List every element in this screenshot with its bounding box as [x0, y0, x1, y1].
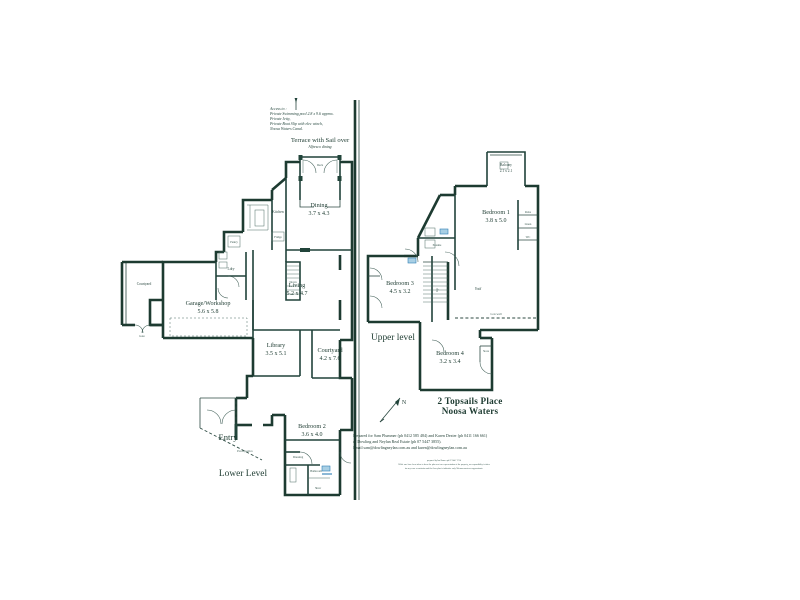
- site-note-3: Private Boat Slip with elec winch,: [269, 122, 323, 127]
- lower-level-label: Lower Level: [219, 469, 268, 479]
- wc-label: WC: [526, 235, 531, 239]
- room-garage-dim: 5.6 x 5.8: [198, 309, 219, 315]
- room-bed1-dim: 3.8 x 5.0: [486, 218, 507, 224]
- courtyard-west-label: Courtyard: [137, 282, 152, 286]
- void-label: Void: [475, 287, 482, 291]
- footer-fine2: While care have been taken to show the p…: [398, 463, 490, 466]
- footer-line1: Prepared for Sam Plummer (ph 0412 585 48…: [353, 433, 488, 438]
- upper-level-outline: [366, 151, 540, 392]
- site-note-2: Private Jetty,: [269, 117, 291, 122]
- low-wall-label: Low wall: [491, 312, 502, 316]
- room-bed3-name: Bedroom 3: [386, 280, 414, 287]
- footer-fine1: prepared by Ian Barnes ph 07 5447 1714: [427, 460, 461, 462]
- room-balcony-dim: 2.1 x 2.1: [500, 169, 513, 173]
- title-block: 2 Topsails Place Noosa Waters: [438, 396, 503, 416]
- room-living-name: Living: [289, 282, 306, 289]
- room-bed2-dim: 3.6 x 4.0: [302, 432, 323, 438]
- entry-porch: Entry Porch/portico: [199, 397, 263, 461]
- terrace-door-label: Deck: [317, 163, 324, 167]
- shower-label: Shwr: [315, 486, 321, 490]
- room-bed1-name: Bedroom 1: [482, 209, 510, 216]
- terrace-sublabel: Alfresco dining: [307, 145, 331, 149]
- gate-label: Gate: [139, 334, 145, 338]
- footer-fine3: for any error or omission and the floor …: [405, 467, 484, 470]
- lower-glass-fixtures: [321, 465, 332, 475]
- pantry-label: Pantry: [230, 240, 238, 244]
- north-arrow: N: [379, 397, 407, 423]
- fridge-label: Fridge: [274, 235, 282, 239]
- bathroom-label: Bathroom: [310, 469, 322, 473]
- porch-label: Porch/portico: [237, 449, 253, 453]
- entry-label: Entry: [218, 432, 238, 442]
- west-courtyard: Courtyard Gate: [120, 260, 163, 338]
- room-garage-name: Garage/Workshop: [186, 300, 231, 307]
- upper-level-label: Upper level: [371, 333, 415, 343]
- room-library-dim: 3.5 x 5.1: [266, 351, 287, 357]
- upper-room-labels: Balcony 2.1 x 2.1 Bedroom 1 3.8 x 5.0 Be…: [386, 163, 532, 365]
- room-bed4-name: Bedroom 4: [436, 350, 464, 357]
- canal-boundary: [353, 100, 360, 500]
- room-bed3-dim: 4.5 x 3.2: [390, 289, 411, 295]
- stairs-down-label: Down: [289, 280, 297, 284]
- ensuite-label: Ensuite: [433, 243, 442, 247]
- linen-label: Linen: [525, 222, 532, 226]
- store-label: Store: [483, 349, 490, 353]
- laundry-label: Ldry: [228, 267, 235, 271]
- footer-line3: Email sam@dowlingneylan.com.au and karen…: [353, 445, 467, 450]
- room-balcony-name: Balcony: [500, 163, 512, 167]
- title-line1: 2 Topsails Place: [438, 396, 503, 406]
- dressing-label: Dressing: [293, 455, 304, 459]
- room-library-name: Library: [267, 342, 286, 349]
- room-dining-name: Dining: [310, 202, 327, 209]
- lower-internal-walls: [169, 178, 352, 495]
- room-bed2-name: Bedroom 2: [298, 423, 326, 430]
- footer-line2: of Dowling and Neylan Real Estate (ph 07…: [353, 439, 441, 444]
- terrace-label: Terrace with Sail over: [291, 137, 350, 144]
- site-note-0: Access to :: [269, 107, 287, 111]
- upper-fixtures: [407, 161, 509, 267]
- footer-block: Prepared for Sam Plummer (ph 0412 585 48…: [353, 433, 490, 470]
- north-label: N: [402, 400, 407, 406]
- stairs-up-label: Up: [435, 288, 439, 292]
- site-note-1: Private Swimming pool 2.8 x 9.6 approx.: [269, 112, 334, 116]
- lower-room-labels: Dining 3.7 x 4.3 Living 5.2 x 4.7 Garage…: [186, 202, 344, 490]
- robe-label: Robe: [525, 210, 532, 214]
- room-courtyard-dim: 4.2 x 7.6: [320, 356, 341, 362]
- site-note-4: Noosa Waters Canal.: [269, 127, 303, 131]
- kitchen-label: Kitchen: [272, 210, 284, 214]
- room-courtyard-name: Courtyard: [317, 347, 343, 354]
- room-bed4-dim: 3.2 x 3.4: [440, 359, 461, 365]
- terrace-label-group: Terrace with Sail over Alfresco dining: [291, 137, 350, 149]
- lower-stairs: [286, 265, 300, 295]
- lower-bath-fittings: [289, 451, 352, 483]
- room-dining-dim: 3.7 x 4.3: [309, 211, 330, 217]
- upper-internal-walls: [368, 195, 538, 375]
- site-note-pointer-head: [294, 98, 298, 103]
- site-notes-block: Access to : Private Swimming pool 2.8 x …: [269, 98, 334, 131]
- terrace-deck-structure: Deck: [298, 155, 342, 208]
- title-line2: Noosa Waters: [442, 406, 499, 416]
